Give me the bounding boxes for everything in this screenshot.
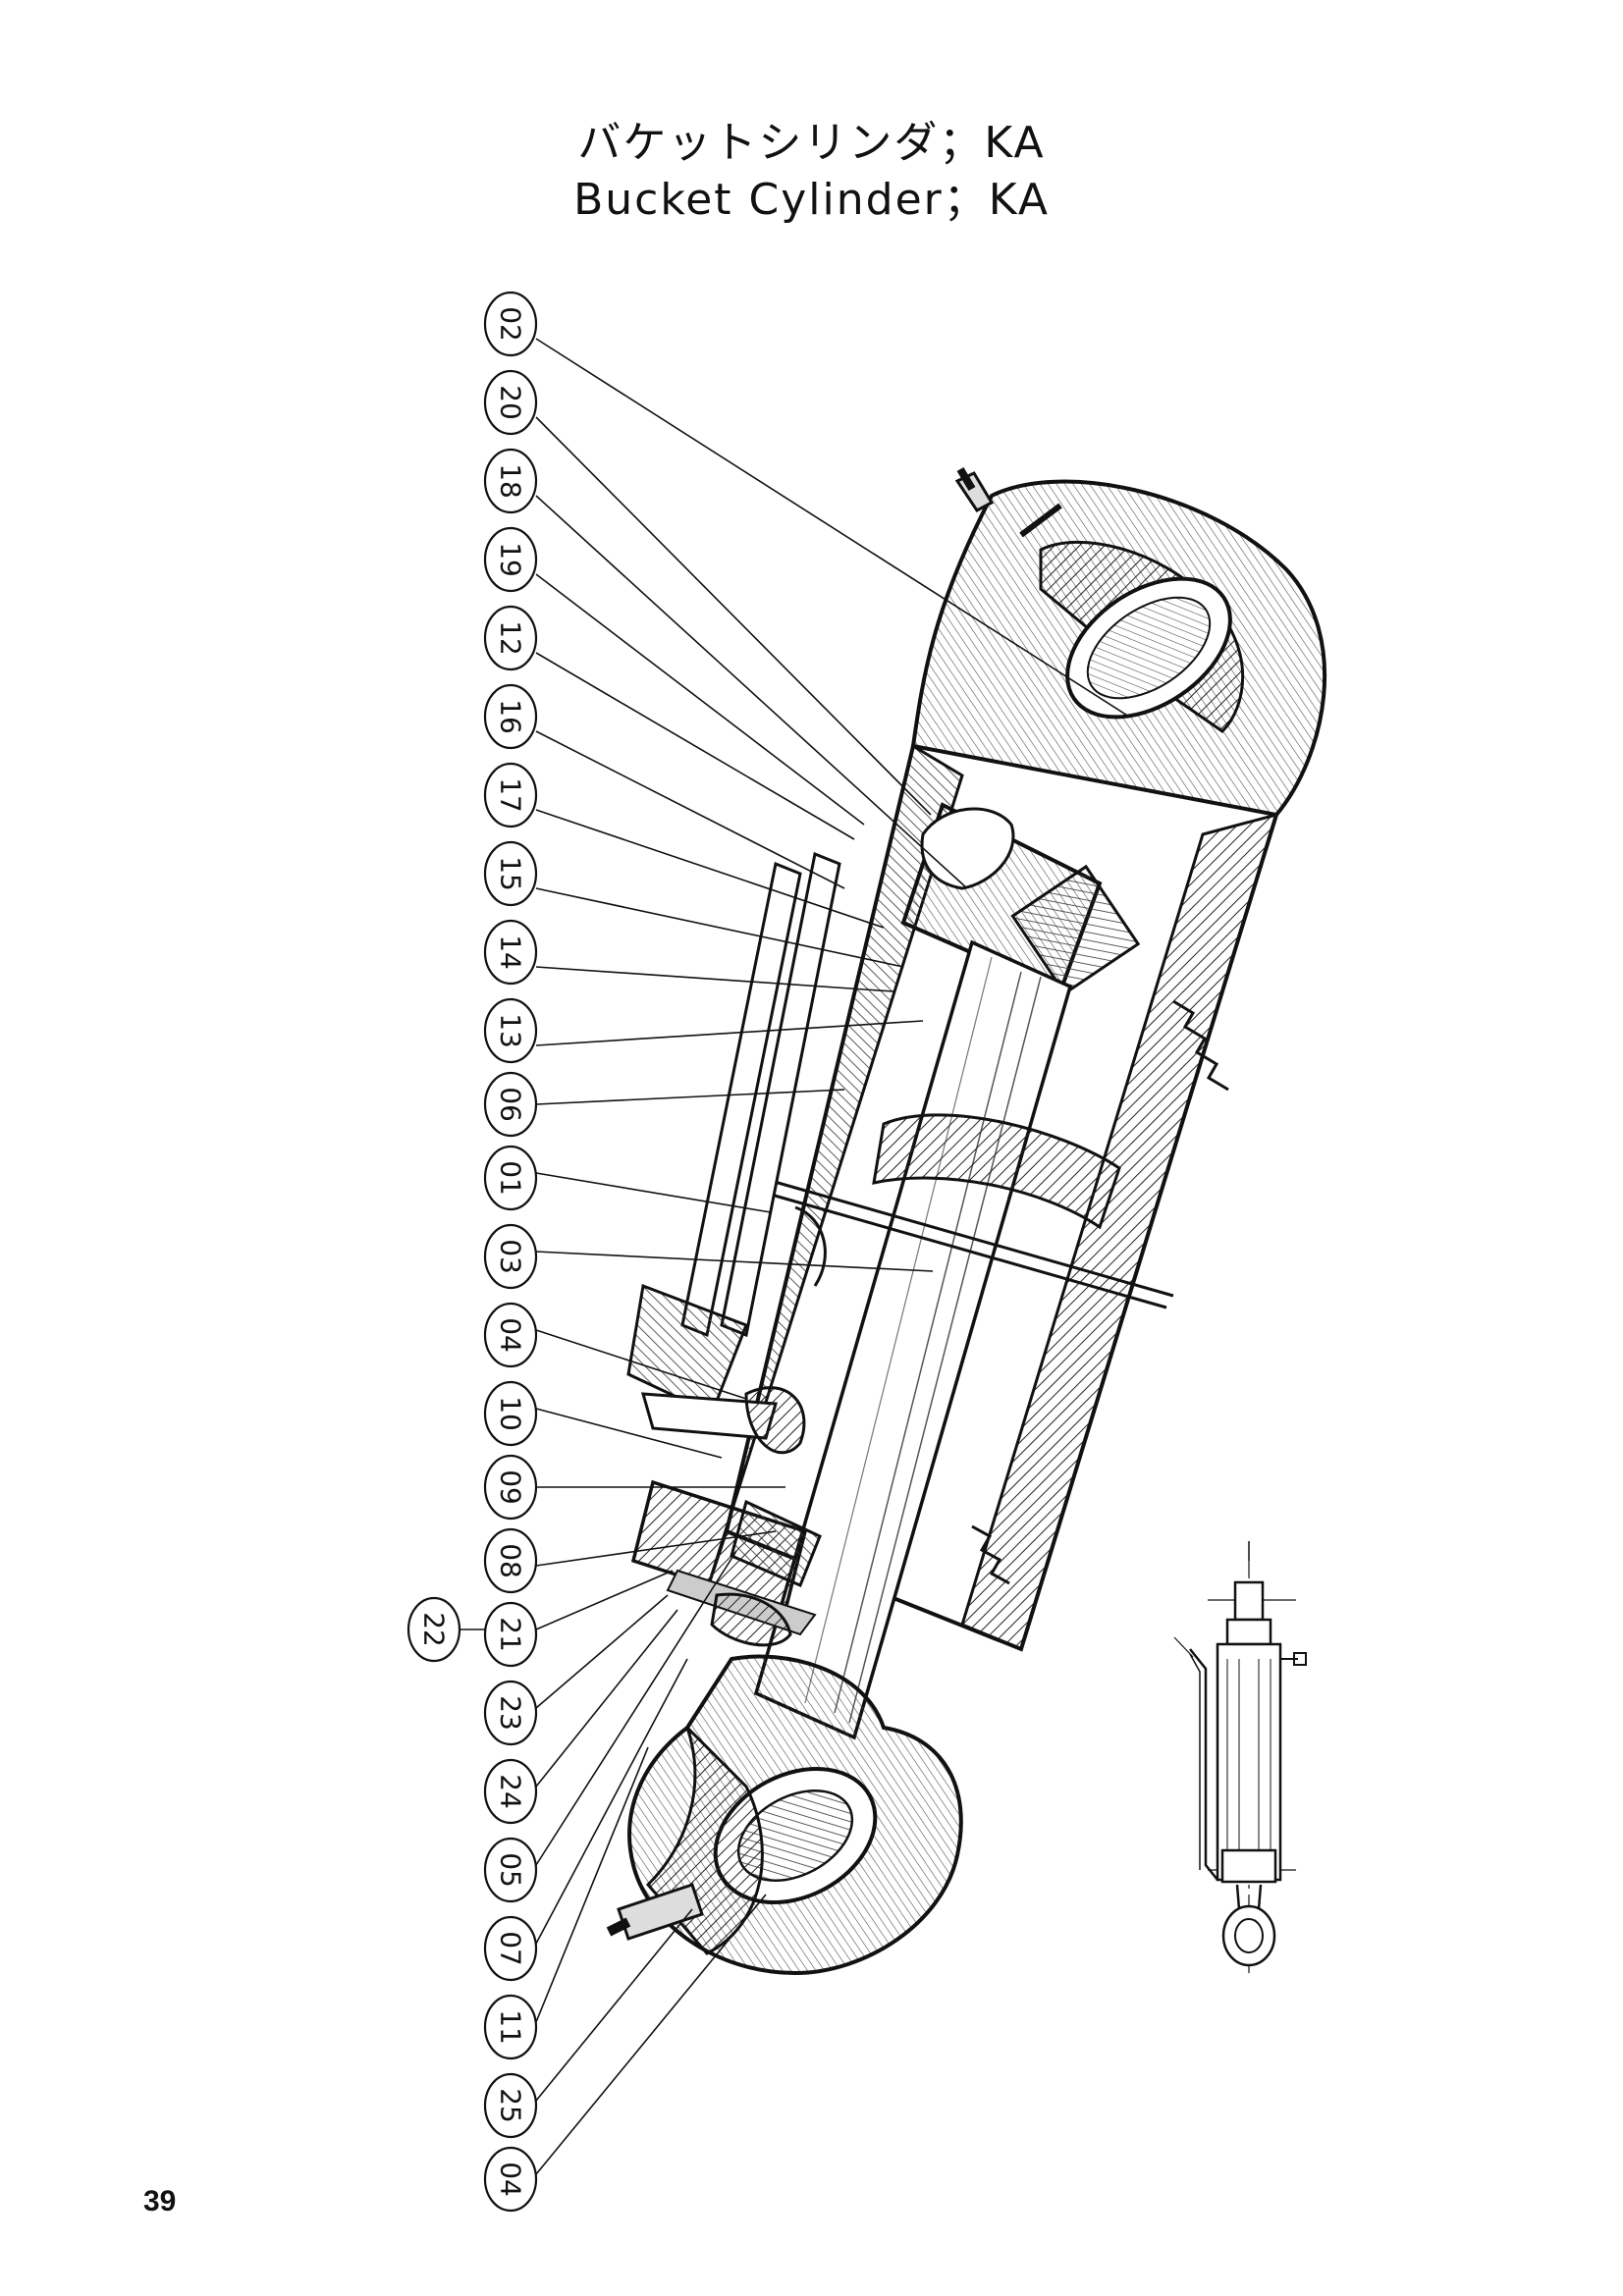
- svg-text:13: 13: [495, 1013, 527, 1048]
- callout-25: 25: [483, 2072, 538, 2139]
- callout-09: 09: [483, 1454, 538, 1521]
- svg-text:14: 14: [495, 934, 527, 970]
- callout-10: 10: [483, 1380, 538, 1447]
- callout-18: 18: [483, 448, 538, 514]
- svg-text:02: 02: [495, 306, 527, 342]
- callout-19: 19: [483, 526, 538, 593]
- callout-15: 15: [483, 840, 538, 907]
- svg-text:15: 15: [495, 856, 527, 891]
- callout-24: 24: [483, 1758, 538, 1825]
- callout-21: 21: [483, 1601, 538, 1668]
- svg-text:25: 25: [495, 2088, 527, 2123]
- svg-text:01: 01: [495, 1160, 527, 1196]
- hydraulic-pipe: [626, 851, 841, 1455]
- callout-23: 23: [483, 1680, 538, 1746]
- page-number: 39: [143, 2185, 177, 2217]
- callout-16: 16: [483, 683, 538, 750]
- callout-11: 11: [483, 1994, 538, 2060]
- svg-text:19: 19: [495, 542, 527, 577]
- svg-text:21: 21: [495, 1617, 527, 1652]
- callout-14: 14: [483, 919, 538, 986]
- svg-text:03: 03: [495, 1239, 527, 1274]
- piston: [872, 1113, 1121, 1230]
- svg-text:24: 24: [495, 1774, 527, 1809]
- callout-08: 08: [483, 1527, 538, 1594]
- callout-20: 20: [483, 369, 538, 436]
- cylinder-drawing: [606, 466, 1327, 1976]
- svg-text:18: 18: [495, 463, 527, 499]
- rod-gland: [630, 1479, 822, 1647]
- svg-text:09: 09: [495, 1469, 527, 1505]
- rod-eye: [606, 1654, 963, 1976]
- callout-07: 07: [483, 1915, 538, 1982]
- callout-06: 06: [483, 1071, 538, 1138]
- svg-text:08: 08: [495, 1543, 527, 1578]
- callout-03: 03: [483, 1223, 538, 1290]
- svg-text:20: 20: [495, 385, 527, 420]
- gland-nut: [900, 802, 1141, 996]
- callout-13: 13: [483, 997, 538, 1064]
- callout-04: 04: [483, 1302, 538, 1368]
- svg-text:12: 12: [495, 620, 527, 656]
- svg-text:22: 22: [418, 1612, 451, 1647]
- svg-text:11: 11: [495, 2009, 527, 2045]
- title-japanese: バケットシリンダ；KA: [577, 118, 1046, 168]
- callout-12: 12: [483, 605, 538, 671]
- reference-inset: [1173, 1541, 1307, 1973]
- break-line: [753, 1176, 1174, 1309]
- callout-05: 05: [483, 1837, 538, 1903]
- callout-01: 01: [483, 1145, 538, 1211]
- callout-04-lower: 04: [483, 2146, 538, 2213]
- svg-text:17: 17: [495, 777, 527, 813]
- svg-text:10: 10: [495, 1396, 527, 1431]
- svg-text:07: 07: [495, 1931, 527, 1966]
- svg-text:06: 06: [495, 1087, 527, 1122]
- svg-text:04: 04: [495, 1317, 527, 1353]
- callout-02: 02: [483, 291, 538, 357]
- callout-22-group: 22: [406, 1596, 461, 1663]
- svg-text:16: 16: [495, 699, 527, 734]
- callout-17: 17: [483, 762, 538, 828]
- callout-balloons: 02 20 18 19 12 16: [406, 291, 538, 2213]
- title-english: Bucket Cylinder；KA: [573, 175, 1050, 225]
- leader-lines: [460, 338, 1130, 2175]
- svg-text:23: 23: [495, 1695, 527, 1731]
- svg-text:05: 05: [495, 1852, 527, 1888]
- svg-text:04: 04: [495, 2162, 527, 2197]
